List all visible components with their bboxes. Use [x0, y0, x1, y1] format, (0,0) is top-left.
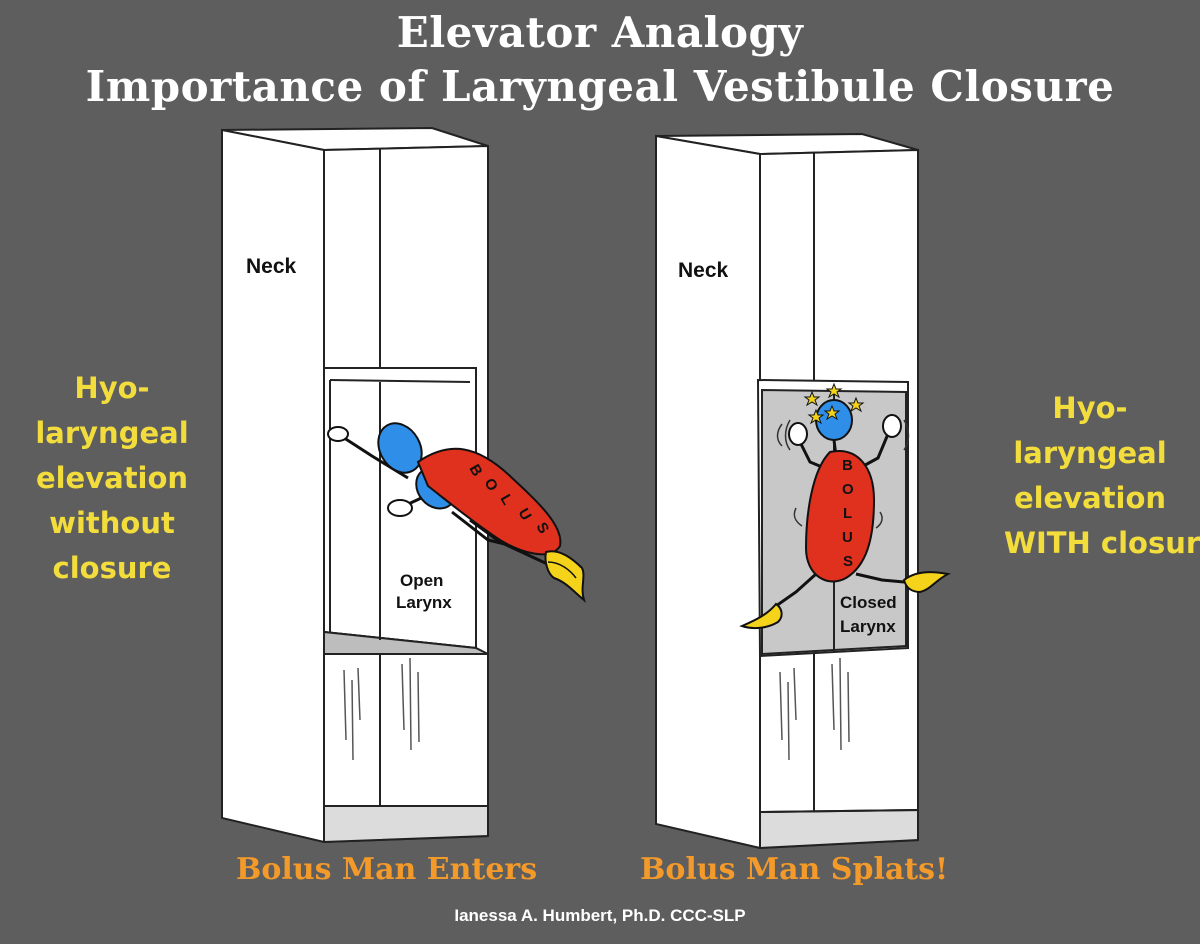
right-bolus-letter: B: [842, 457, 853, 474]
right-side-label: Hyo- laryngeal elevation WITH closure: [1004, 386, 1200, 566]
left-side-label-line: elevation: [35, 461, 189, 495]
right-neck-label: Neck: [678, 259, 729, 282]
left-side-label-line: closure: [52, 551, 172, 585]
right-side-label-line: Hyo-: [1052, 391, 1128, 425]
right-larynx-label-line2: Larynx: [840, 617, 896, 636]
right-bolus-letter: L: [843, 505, 852, 522]
left-bolus-foot: [544, 550, 587, 603]
left-scratch-marks: [343, 657, 420, 761]
title-line-2: Importance of Laryngeal Vestibule Closur…: [85, 62, 1115, 111]
left-side-label-line: without: [49, 506, 175, 540]
right-side-label-line: elevation: [1013, 481, 1167, 515]
title-line-1: Elevator Analogy: [396, 8, 804, 57]
left-bolus-hand: [387, 499, 413, 517]
left-side-label: Hyo- laryngeal elevation without closure: [32, 366, 192, 591]
right-bolus-letter: S: [843, 553, 853, 570]
author-credit: Ianessa A. Humbert, Ph.D. CCC-SLP: [454, 906, 746, 925]
right-caption: Bolus Man Splats!: [640, 852, 949, 887]
right-bolus-body: [804, 450, 876, 583]
right-side-label-line: WITH closure: [1004, 526, 1200, 560]
left-larynx-label-line2: Larynx: [396, 593, 452, 612]
right-bolus-letter: U: [842, 529, 853, 546]
right-side-label-line: laryngeal: [1013, 436, 1167, 470]
right-bolus-foot: [902, 571, 952, 594]
right-bolus-letter: O: [842, 481, 854, 498]
right-bolus-hand: [788, 422, 808, 446]
right-bolus-hand: [882, 414, 902, 438]
right-bolus-foot: [739, 602, 783, 630]
left-side-label-line: Hyo-: [74, 371, 150, 405]
left-larynx-label-line1: Open: [400, 571, 443, 590]
left-bolus-cape: [416, 447, 562, 556]
left-caption: Bolus Man Enters: [236, 852, 538, 887]
dizzy-stars-icon: [803, 382, 865, 425]
left-side-label-line: laryngeal: [35, 416, 189, 450]
left-neck-label: Neck: [246, 255, 297, 278]
left-bolus-head: [377, 422, 423, 474]
right-bolus-head: [815, 399, 853, 441]
right-bolus-man: B O L U S: [739, 382, 952, 630]
right-larynx-label-line1: Closed: [840, 593, 897, 612]
left-bolus-man: B O L U S: [327, 422, 587, 603]
left-bolus-hand: [327, 426, 349, 442]
right-scratch-marks: [779, 657, 850, 761]
